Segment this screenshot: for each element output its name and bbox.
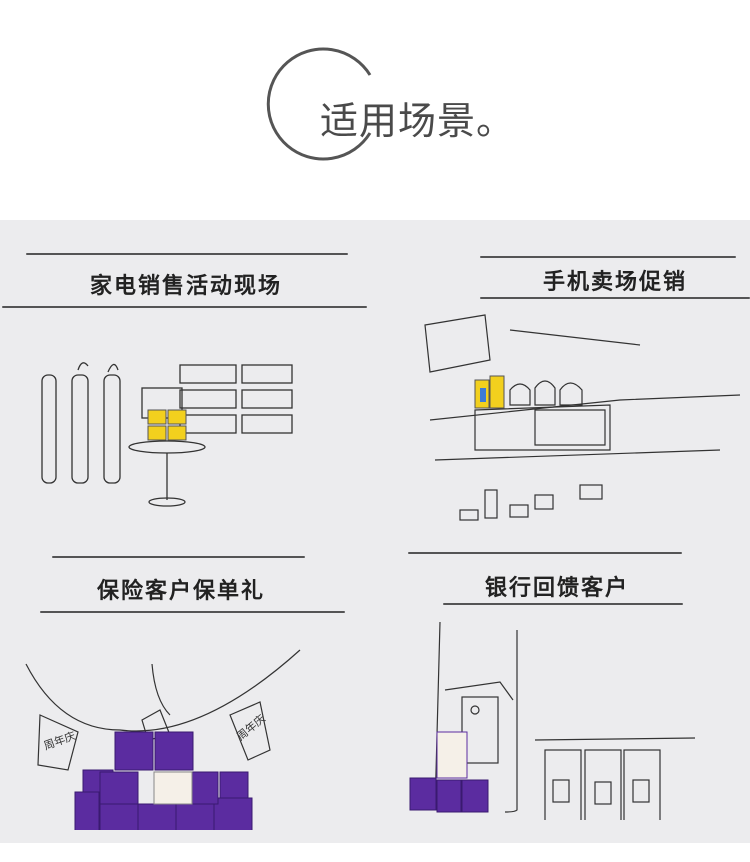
purple-gift-boxes	[74, 731, 253, 830]
flag-text: 周年庆	[42, 728, 78, 752]
scenes-panel: 家电销售活动现场 手机卖场促销	[0, 220, 750, 843]
divider	[443, 603, 683, 605]
product-boxes-yellow	[147, 409, 187, 441]
insurance-gift-illustration: 周年庆 周年庆	[25, 649, 301, 830]
divider	[26, 253, 348, 255]
purple-gift-boxes	[409, 777, 489, 813]
divider	[480, 256, 736, 258]
phone-store-illustration	[424, 314, 741, 521]
page-title: 适用场景。	[320, 99, 516, 143]
title-ring-decoration	[266, 47, 372, 161]
scene-caption-insurance: 保险客户保单礼	[97, 579, 266, 604]
divider	[2, 306, 367, 308]
divider	[480, 297, 750, 299]
bank-illustration	[409, 621, 696, 820]
divider	[408, 552, 682, 554]
flag-text: 周年庆	[234, 711, 268, 743]
scene-caption-appliance: 家电销售活动现场	[90, 274, 283, 299]
appliance-store-illustration	[41, 362, 293, 507]
scene-caption-bank: 银行回馈客户	[485, 576, 630, 601]
divider	[40, 611, 345, 613]
scene-caption-phone-store: 手机卖场促销	[543, 270, 688, 295]
divider	[52, 556, 305, 558]
